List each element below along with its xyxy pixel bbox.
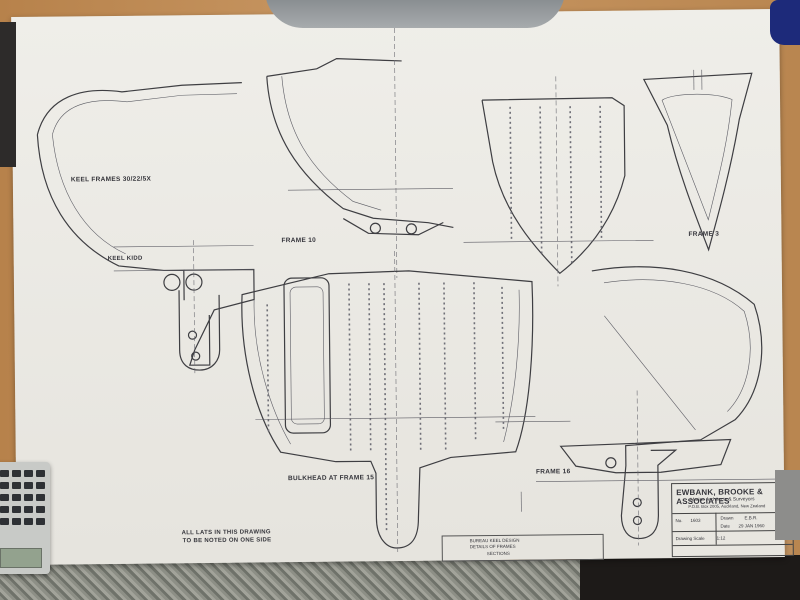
small-title-line-2: DETAILS OF FRAMES — [469, 543, 516, 550]
note-keel-frames: KEEL FRAMES 30/22/5X — [70, 175, 152, 184]
number-value: 1603 — [690, 517, 701, 523]
label-frame-10: FRAME 10 — [281, 236, 317, 245]
label-frame-3: FRAME 3 — [688, 230, 720, 238]
frame-16-outline — [591, 266, 763, 540]
dark-furniture — [580, 555, 800, 600]
bulkhead-outline — [241, 270, 534, 549]
calculator-screen — [0, 548, 42, 568]
small-title-line-3: SECTIONS — [486, 550, 510, 557]
gray-clip — [775, 470, 800, 540]
calculator — [0, 462, 50, 574]
drawing-small-title-box: BUREAU KEEL DESIGN DETAILS OF FRAMES SEC… — [441, 533, 604, 562]
blueprint-sheet: KEEL FRAMES 30/22/5X FRAME 10 FRAME 3 FR… — [11, 8, 794, 566]
company-address: P.O.B. Box 2005, Auckland, New Zealand — [688, 503, 766, 509]
drawn-label: Drawn — [720, 515, 734, 521]
label-bulkhead: BULKHEAD AT FRAME 15 — [287, 474, 375, 483]
small-title-line-1: BUREAU KEEL DESIGN — [469, 537, 520, 544]
note-one-side: TO BE NOTED ON ONE SIDE — [182, 537, 272, 545]
blue-object — [770, 0, 800, 45]
number-label: No. — [675, 518, 683, 524]
date-label: Date — [720, 523, 731, 529]
scale-label: Drawing Scale — [675, 535, 705, 542]
date-value: 29 JAN 1960 — [738, 523, 765, 529]
drawn-value: E.B.R. — [744, 515, 758, 521]
scale-value: 1:12 — [716, 535, 726, 541]
note-keel-kidd: KEEL KIDD — [107, 255, 143, 263]
dark-book-edge — [0, 22, 16, 167]
note-all-lats: ALL LATS IN THIS DRAWING — [181, 529, 271, 537]
hull-outline-left — [36, 82, 242, 301]
company-subtitle: Marine Architects & Surveyors — [690, 497, 755, 503]
hull-drawing — [36, 28, 777, 554]
gray-hat — [265, 0, 565, 28]
label-frame-16: FRAME 16 — [535, 468, 571, 476]
